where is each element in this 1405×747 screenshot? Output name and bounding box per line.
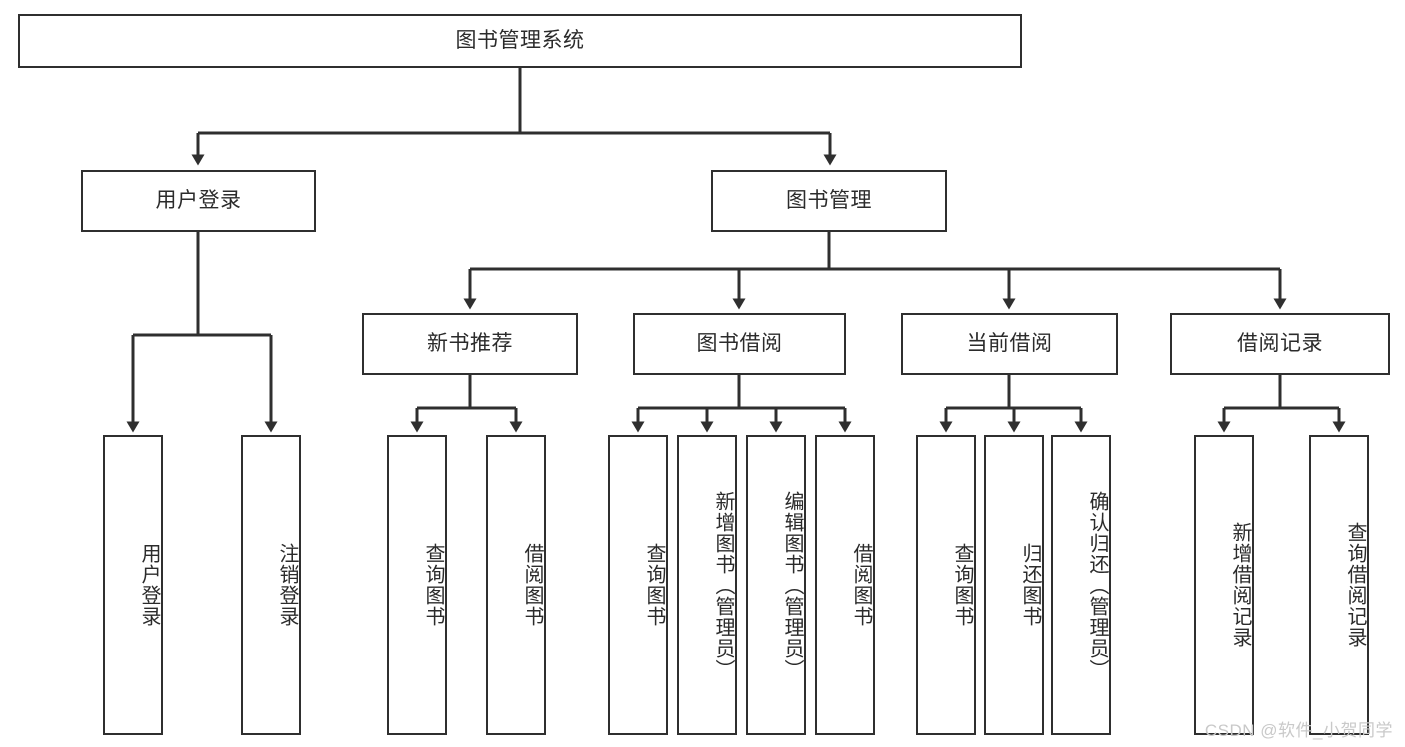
node-leaf-query-book-3[interactable]: 查询图书 xyxy=(916,435,976,735)
node-leaf-add-record[interactable]: 新增借阅记录 xyxy=(1194,435,1254,735)
node-label: 图书借阅 xyxy=(696,332,783,356)
node-leaf-confirm-return[interactable]: 确认归还（管理员） xyxy=(1051,435,1111,735)
watermark-text: CSDN @软件_小贺同学 xyxy=(1204,721,1393,740)
node-label: 归还图书 xyxy=(1019,543,1041,627)
node-leaf-borrow-book-1[interactable]: 借阅图书 xyxy=(486,435,546,735)
node-leaf-edit-book[interactable]: 编辑图书（管理员） xyxy=(746,435,806,735)
node-label: 查询图书 xyxy=(643,543,665,627)
node-label: 图书管理系统 xyxy=(455,29,585,53)
node-leaf-query-book-2[interactable]: 查询图书 xyxy=(608,435,668,735)
node-leaf-return-book[interactable]: 归还图书 xyxy=(984,435,1044,735)
node-root-system[interactable]: 图书管理系统 xyxy=(18,14,1022,68)
node-leaf-user-login[interactable]: 用户登录 xyxy=(103,435,163,735)
node-leaf-query-record[interactable]: 查询借阅记录 xyxy=(1309,435,1369,735)
node-leaf-borrow-book-2[interactable]: 借阅图书 xyxy=(815,435,875,735)
node-label: 图书管理 xyxy=(786,189,872,213)
node-book-management[interactable]: 图书管理 xyxy=(711,170,947,232)
node-borrow-record[interactable]: 借阅记录 xyxy=(1170,313,1390,375)
node-book-borrow[interactable]: 图书借阅 xyxy=(633,313,846,375)
node-leaf-logout-login[interactable]: 注销登录 xyxy=(241,435,301,735)
node-label: 查询借阅记录 xyxy=(1344,522,1366,648)
node-label: 当前借阅 xyxy=(966,332,1053,356)
node-label: 借阅图书 xyxy=(850,543,872,627)
node-label: 查询图书 xyxy=(422,543,444,627)
node-label: 新书推荐 xyxy=(427,332,513,356)
node-label: 编辑图书（管理员） xyxy=(781,490,803,680)
node-label: 新增借阅记录 xyxy=(1229,522,1251,648)
node-leaf-add-book[interactable]: 新增图书（管理员） xyxy=(677,435,737,735)
node-label: 借阅记录 xyxy=(1237,332,1323,356)
node-current-borrow[interactable]: 当前借阅 xyxy=(901,313,1118,375)
node-label: 用户登录 xyxy=(138,543,160,627)
node-new-book-recommend[interactable]: 新书推荐 xyxy=(362,313,578,375)
node-label: 注销登录 xyxy=(276,543,298,627)
node-label: 新增图书（管理员） xyxy=(712,490,734,680)
node-user-login[interactable]: 用户登录 xyxy=(81,170,316,232)
node-label: 确认归还（管理员） xyxy=(1086,490,1108,680)
node-leaf-query-book-1[interactable]: 查询图书 xyxy=(387,435,447,735)
node-label: 查询图书 xyxy=(951,543,973,627)
node-label: 借阅图书 xyxy=(521,543,543,627)
node-label: 用户登录 xyxy=(155,189,242,213)
